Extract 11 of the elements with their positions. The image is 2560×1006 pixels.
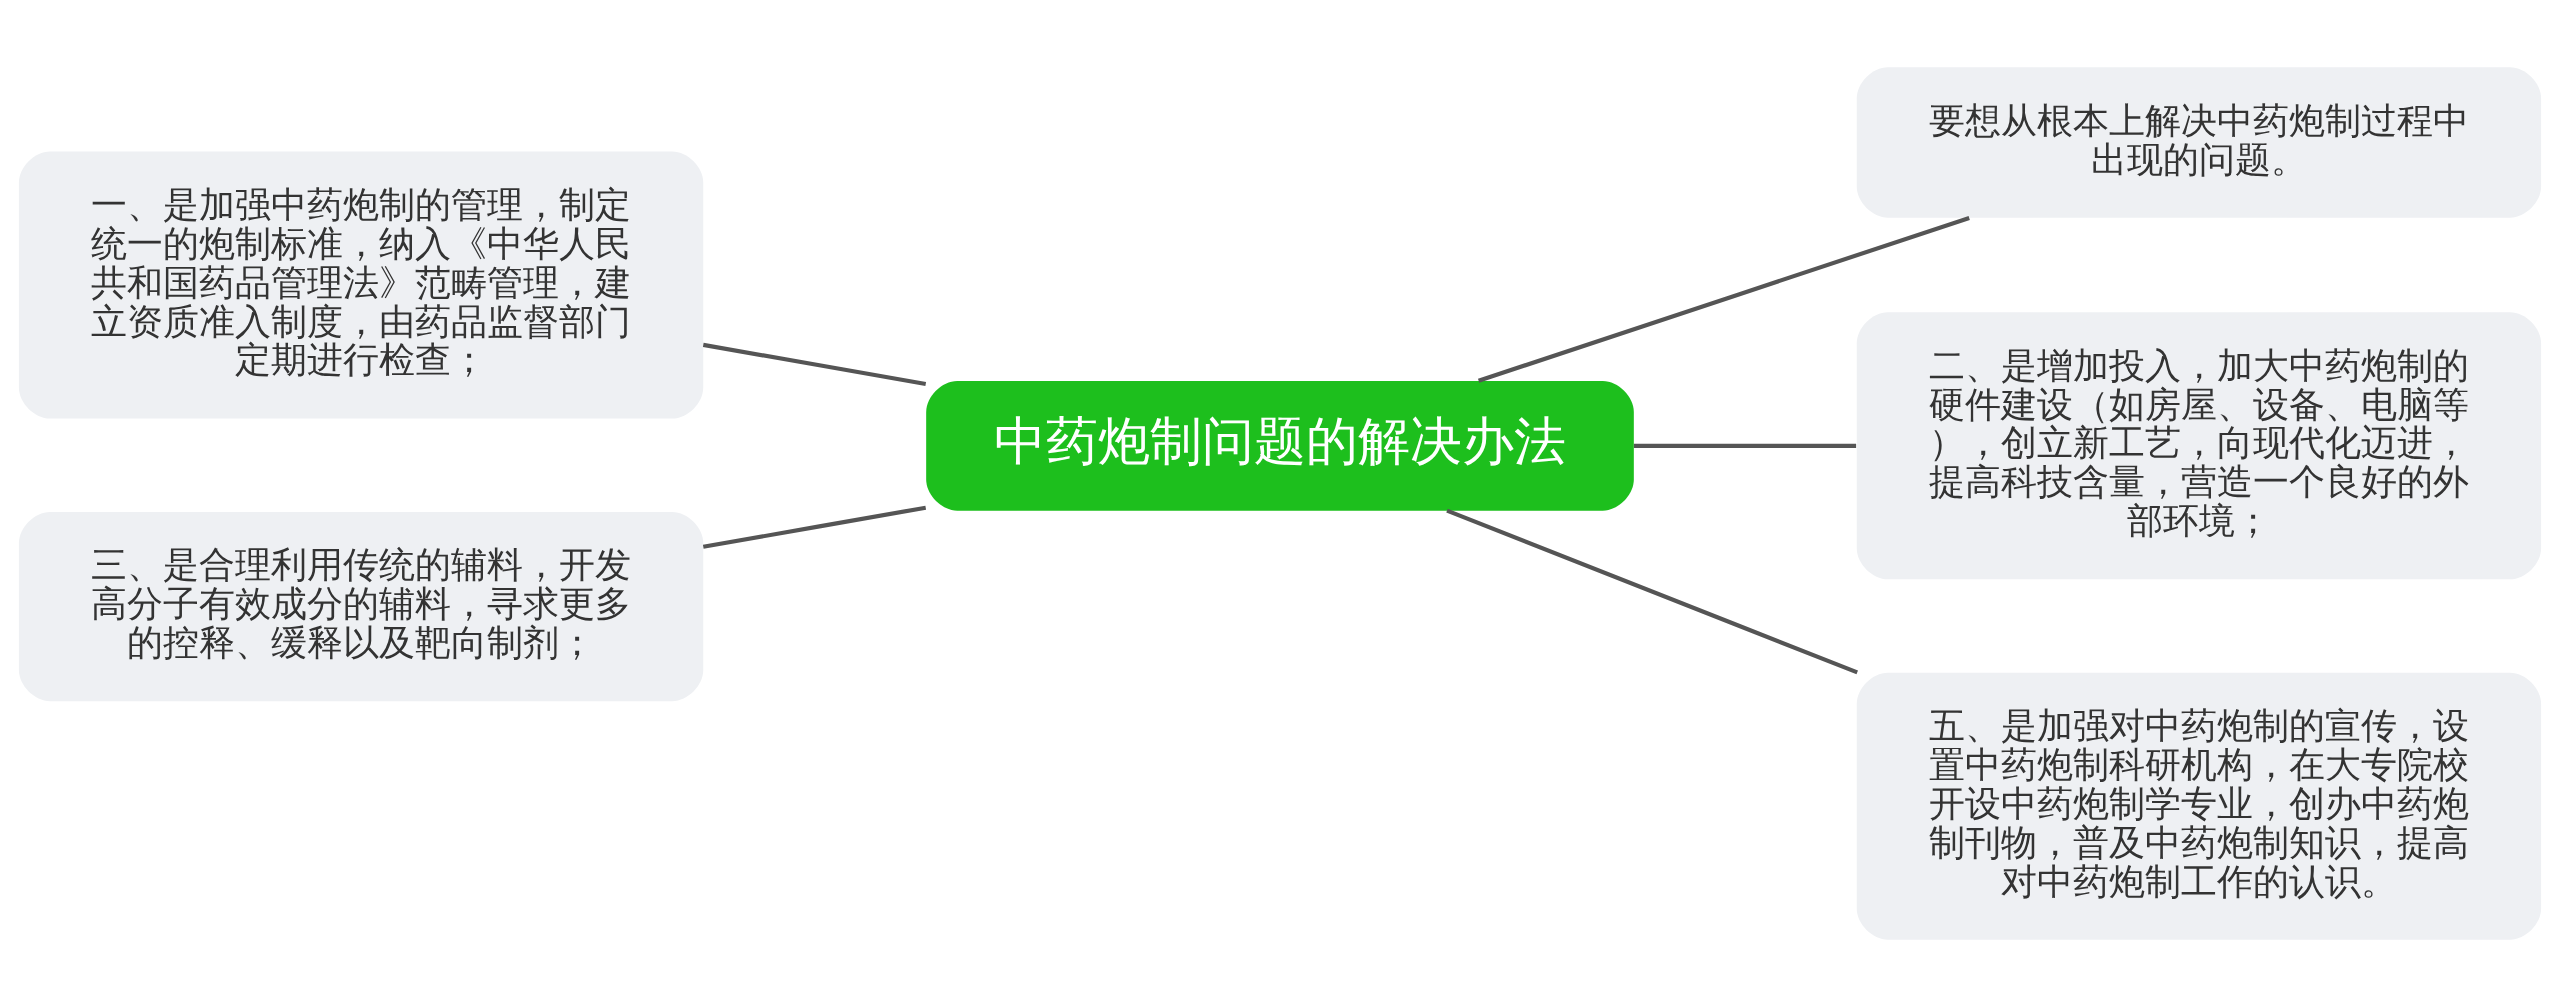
node-box: 五、是加强对中药炮制的宣传，设置中药炮制科研机构，在大专院校开设中药炮制学专业，创办中药炮制刊物，普及中药炮制知识，提高对中药炮制工作的认识。: [1856, 672, 2542, 940]
connector: [702, 505, 927, 549]
node-box: 二、是增加投入，加大中药炮制的硬件建设（如房屋、设备、电脑等），创立新工艺，向现代化迈进，提高科技含量，营造一个良好的外部环境；: [1856, 311, 2542, 579]
connector: [1633, 443, 1857, 448]
node-box: 一、是加强中药炮制的管理，制定统一的炮制标准，纳入《中华人民共和国药品管理法》范畴管理，建立资质准入制度，由药品监督部门定期进行检查；: [18, 151, 704, 419]
node-box: 三、是合理利用传统的辅料，开发高分子有效成分的辅料，寻求更多的控释、缓释以及靶向制剂；: [18, 511, 704, 701]
connector: [1477, 215, 1970, 383]
connector: [702, 342, 927, 386]
connector: [1446, 508, 1858, 674]
node-box: 要想从根本上解决中药炮制过程中出现的问题。: [1856, 66, 2542, 218]
node-box: 中药炮制问题的解决办法: [926, 380, 1634, 511]
